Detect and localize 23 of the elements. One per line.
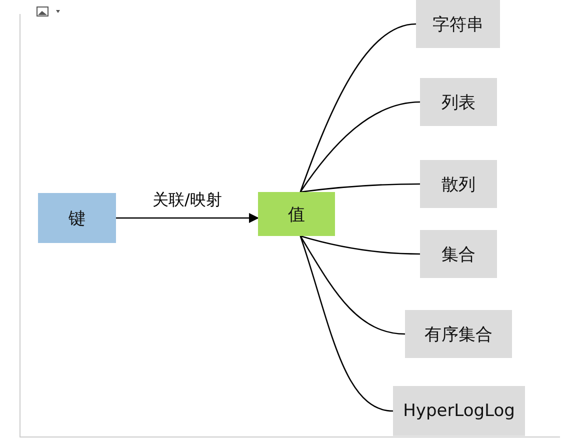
type-box (393, 386, 525, 436)
node-text: 值 (288, 204, 305, 226)
connector-line (300, 236, 394, 412)
node-text: 有序集合 (424, 324, 492, 346)
node-text: 散列 (442, 174, 476, 196)
connector-line (300, 23, 416, 192)
type-box (420, 160, 497, 208)
node-text: 列表 (442, 92, 476, 114)
key-box (38, 193, 116, 243)
type-box (416, 0, 500, 48)
type-box (420, 230, 497, 278)
connector-line (300, 235, 420, 255)
type-box (420, 78, 497, 126)
node-text: 字符串 (432, 14, 484, 36)
type-box (405, 310, 512, 358)
arrow (116, 213, 259, 223)
node-text: HyperLogLog (403, 401, 515, 421)
node-text: 集合 (442, 244, 476, 266)
connector-line (300, 183, 420, 193)
connector-line (300, 236, 406, 335)
connector-line (300, 101, 420, 192)
value-box (258, 192, 335, 236)
node-text: 键 (68, 208, 86, 230)
